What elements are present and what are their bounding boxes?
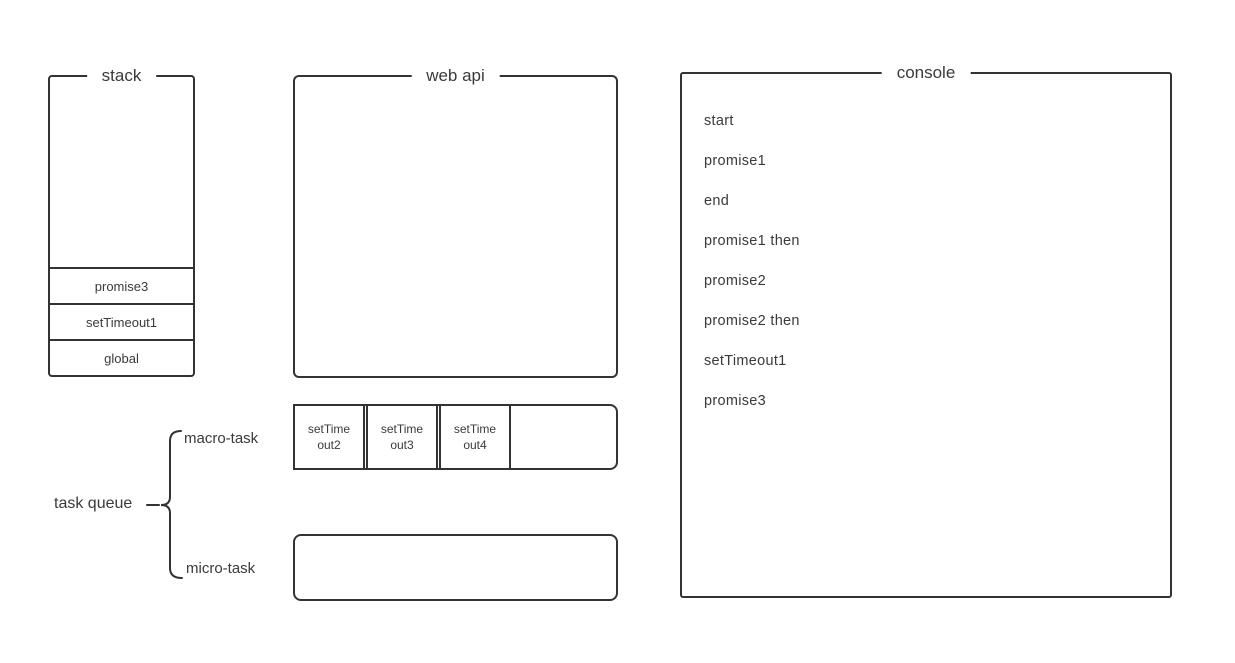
console-line: promise2 xyxy=(704,273,767,289)
curly-brace-icon xyxy=(146,430,183,579)
console-panel: console start promise1 end promise1 then… xyxy=(680,63,1172,598)
stack-frame-promise3: promise3 xyxy=(50,267,193,303)
macro-task-label: macro-task xyxy=(184,430,259,447)
stack-title: stack xyxy=(86,66,157,86)
console-line: promise1 then xyxy=(704,233,800,249)
console-output: start promise1 end promise1 then promise… xyxy=(682,74,1170,421)
console-line: promise3 xyxy=(704,393,767,409)
micro-task-queue xyxy=(293,534,618,601)
macro-task-queue: setTime out2 setTime out3 setTime out4 xyxy=(293,404,618,470)
stack-frame-global: global xyxy=(50,339,193,375)
macro-task-cell-settimeout4: setTime out4 xyxy=(439,404,511,470)
console-line: promise2 then xyxy=(704,313,800,329)
console-title: console xyxy=(881,63,971,83)
task-queue-label: task queue xyxy=(54,495,133,512)
micro-task-label: micro-task xyxy=(186,560,256,577)
web-api-title: web api xyxy=(411,66,500,86)
macro-task-cell-settimeout2: setTime out2 xyxy=(293,404,365,470)
stack-frames: promise3 setTimeout1 global xyxy=(50,267,193,375)
console-line: end xyxy=(704,193,730,209)
console-line: promise1 xyxy=(704,153,767,169)
stack-frame-settimeout1: setTimeout1 xyxy=(50,303,193,339)
console-line: setTimeout1 xyxy=(704,353,787,369)
console-line: start xyxy=(704,113,734,129)
macro-task-cell-settimeout3: setTime out3 xyxy=(366,404,438,470)
stack-panel: stack promise3 setTimeout1 global xyxy=(48,66,195,377)
web-api-panel: web api xyxy=(293,66,618,378)
